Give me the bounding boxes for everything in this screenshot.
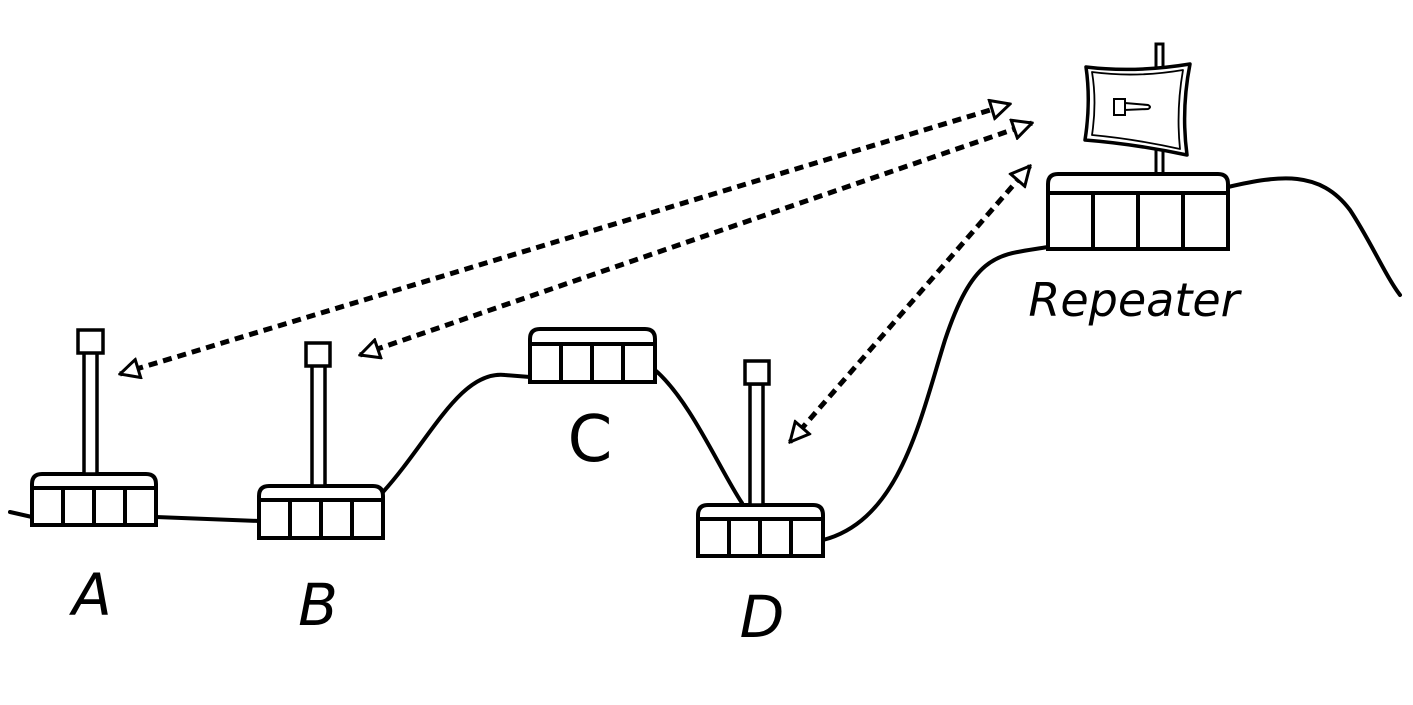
label-a: A — [68, 561, 112, 629]
antenna-mast-icon — [304, 341, 332, 488]
dish-antenna-icon — [1083, 62, 1192, 157]
terrain-line — [8, 176, 1402, 542]
wireless-link-b-repeater — [360, 123, 1032, 355]
building-b — [257, 341, 385, 540]
repeater-building — [1046, 42, 1230, 251]
building-icon — [30, 472, 158, 527]
antenna-mast-icon — [76, 328, 105, 476]
label-repeater: Repeater — [1028, 273, 1242, 327]
label-c: C — [568, 403, 613, 477]
building-icon — [528, 327, 657, 384]
label-d: D — [740, 583, 785, 651]
antenna-mast-icon — [743, 359, 771, 507]
building-icon — [1046, 172, 1230, 251]
building-c — [528, 327, 657, 384]
wireless-link-d-repeater — [790, 166, 1030, 442]
building-icon — [696, 503, 825, 558]
label-b: B — [298, 571, 338, 639]
building-icon — [257, 484, 385, 540]
building-a — [30, 328, 158, 527]
